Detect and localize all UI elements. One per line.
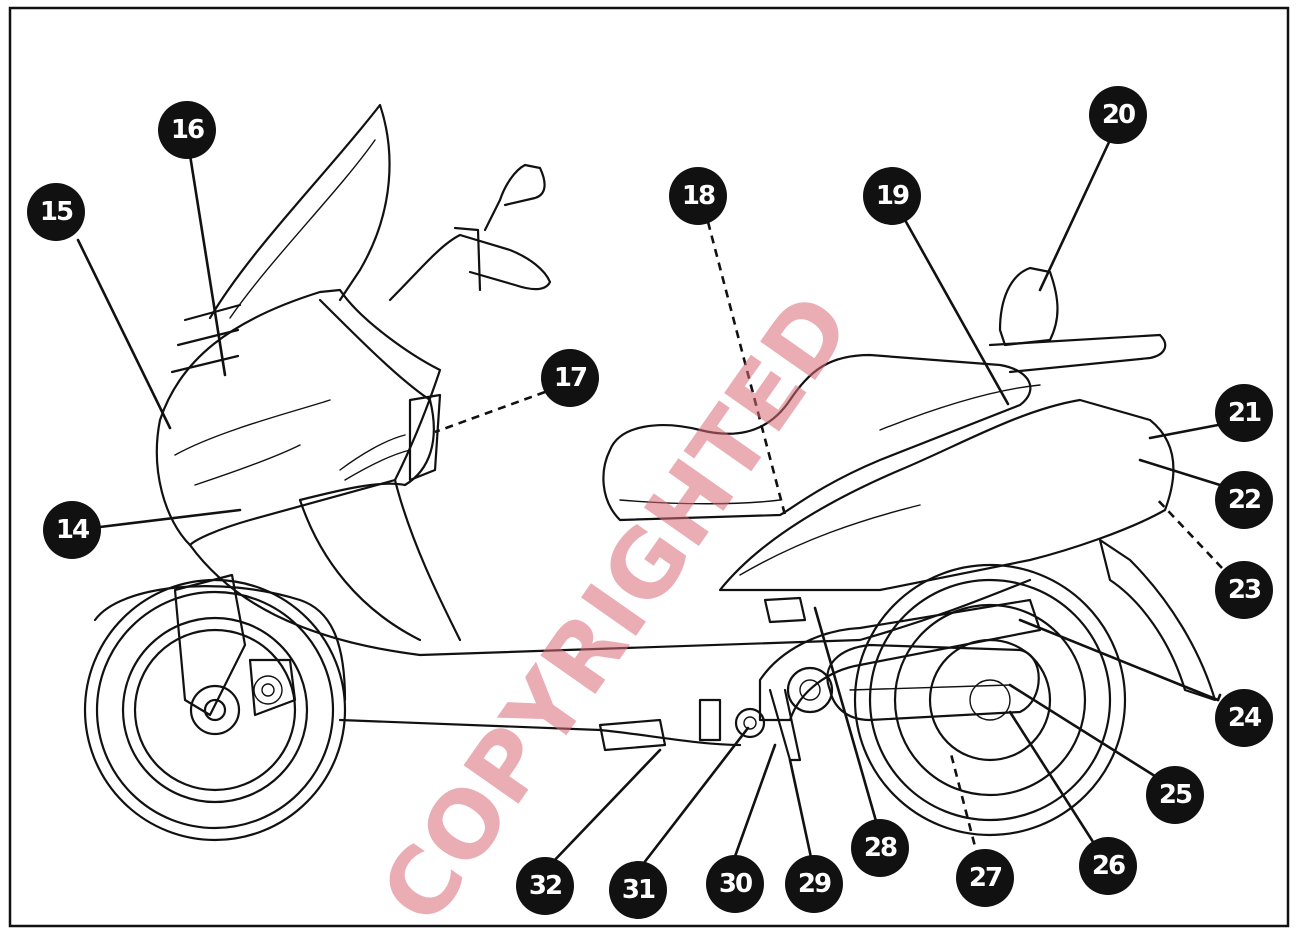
leader-29	[788, 758, 814, 864]
svg-text:21: 21	[1228, 398, 1261, 428]
rear-body	[718, 398, 1175, 592]
callout-18: 18	[669, 167, 727, 225]
svg-text:32: 32	[529, 871, 561, 901]
callout-14: 14	[43, 501, 101, 559]
engine	[758, 598, 1042, 722]
leader-24b	[1216, 693, 1222, 702]
callout-19: 19	[863, 167, 921, 225]
front-cowl	[155, 288, 442, 547]
leader-26	[1008, 710, 1097, 847]
callout-31: 31	[609, 861, 667, 919]
windshield	[208, 103, 391, 320]
leader-14	[98, 508, 242, 529]
front-fender	[93, 585, 347, 702]
callout-21: 21	[1215, 384, 1273, 442]
callout-24: 24	[1215, 689, 1273, 747]
svg-text:16: 16	[171, 115, 204, 145]
svg-text:18: 18	[682, 181, 715, 211]
leader-15	[76, 238, 172, 430]
svg-text:23: 23	[1228, 575, 1261, 605]
callout-15: 15	[27, 183, 85, 241]
handlebar	[388, 233, 552, 302]
diagram-frame	[8, 6, 1290, 928]
leader-21	[1148, 423, 1220, 440]
callouts: 14 15 16 17 18 19 20 21 22 23 24 25 26 2…	[27, 86, 1273, 919]
leader-25	[1008, 683, 1160, 780]
scooter-drawing	[83, 103, 1217, 842]
callout-17: 17	[541, 349, 599, 407]
callout-26: 26	[1079, 837, 1137, 895]
callout-29: 29	[785, 855, 843, 913]
muffler	[826, 643, 1040, 722]
leader-18	[706, 221, 787, 516]
backrest	[998, 266, 1059, 347]
front-fork	[173, 573, 247, 717]
callout-27: 27	[956, 849, 1014, 907]
leader-20	[1038, 138, 1112, 292]
svg-text:22: 22	[1228, 485, 1260, 515]
svg-text:29: 29	[798, 869, 831, 899]
svg-text:31: 31	[622, 875, 655, 905]
svg-text:15: 15	[40, 197, 73, 227]
callout-28: 28	[851, 819, 909, 877]
inner-panel	[298, 298, 435, 502]
mirror	[483, 163, 546, 232]
seat	[602, 353, 1032, 522]
svg-text:19: 19	[876, 181, 909, 211]
main-body	[188, 543, 1032, 657]
svg-text:25: 25	[1159, 780, 1192, 810]
leader-19	[903, 218, 1010, 406]
svg-text:14: 14	[56, 515, 89, 545]
leader-27	[948, 749, 980, 859]
footrest	[598, 718, 667, 752]
callout-30: 30	[706, 855, 764, 913]
callout-16: 16	[158, 101, 216, 159]
callout-22: 22	[1215, 471, 1273, 529]
grab-rail	[988, 333, 1167, 374]
copyright-watermark: COPYRIGHTED	[360, 276, 872, 934]
svg-text:26: 26	[1092, 851, 1125, 881]
svg-text:27: 27	[969, 863, 1002, 893]
svg-text:20: 20	[1102, 100, 1135, 130]
front-wheel	[83, 578, 347, 842]
callout-32: 32	[516, 857, 574, 915]
svg-text:17: 17	[554, 363, 587, 393]
leader-30	[731, 743, 777, 864]
svg-text:30: 30	[719, 869, 752, 899]
leader-24	[1018, 618, 1220, 702]
leader-16	[188, 153, 227, 377]
leader-22	[1138, 458, 1222, 487]
leader-lines	[76, 138, 1223, 870]
svg-text:28: 28	[864, 833, 897, 863]
leader-28	[813, 606, 880, 830]
leader-32	[548, 748, 662, 867]
leader-17	[434, 390, 546, 434]
leader-23	[1154, 496, 1223, 569]
leader-31	[638, 726, 750, 870]
svg-text:24: 24	[1228, 703, 1261, 733]
callout-20: 20	[1089, 86, 1147, 144]
callout-25: 25	[1146, 766, 1204, 824]
callout-23: 23	[1215, 561, 1273, 619]
